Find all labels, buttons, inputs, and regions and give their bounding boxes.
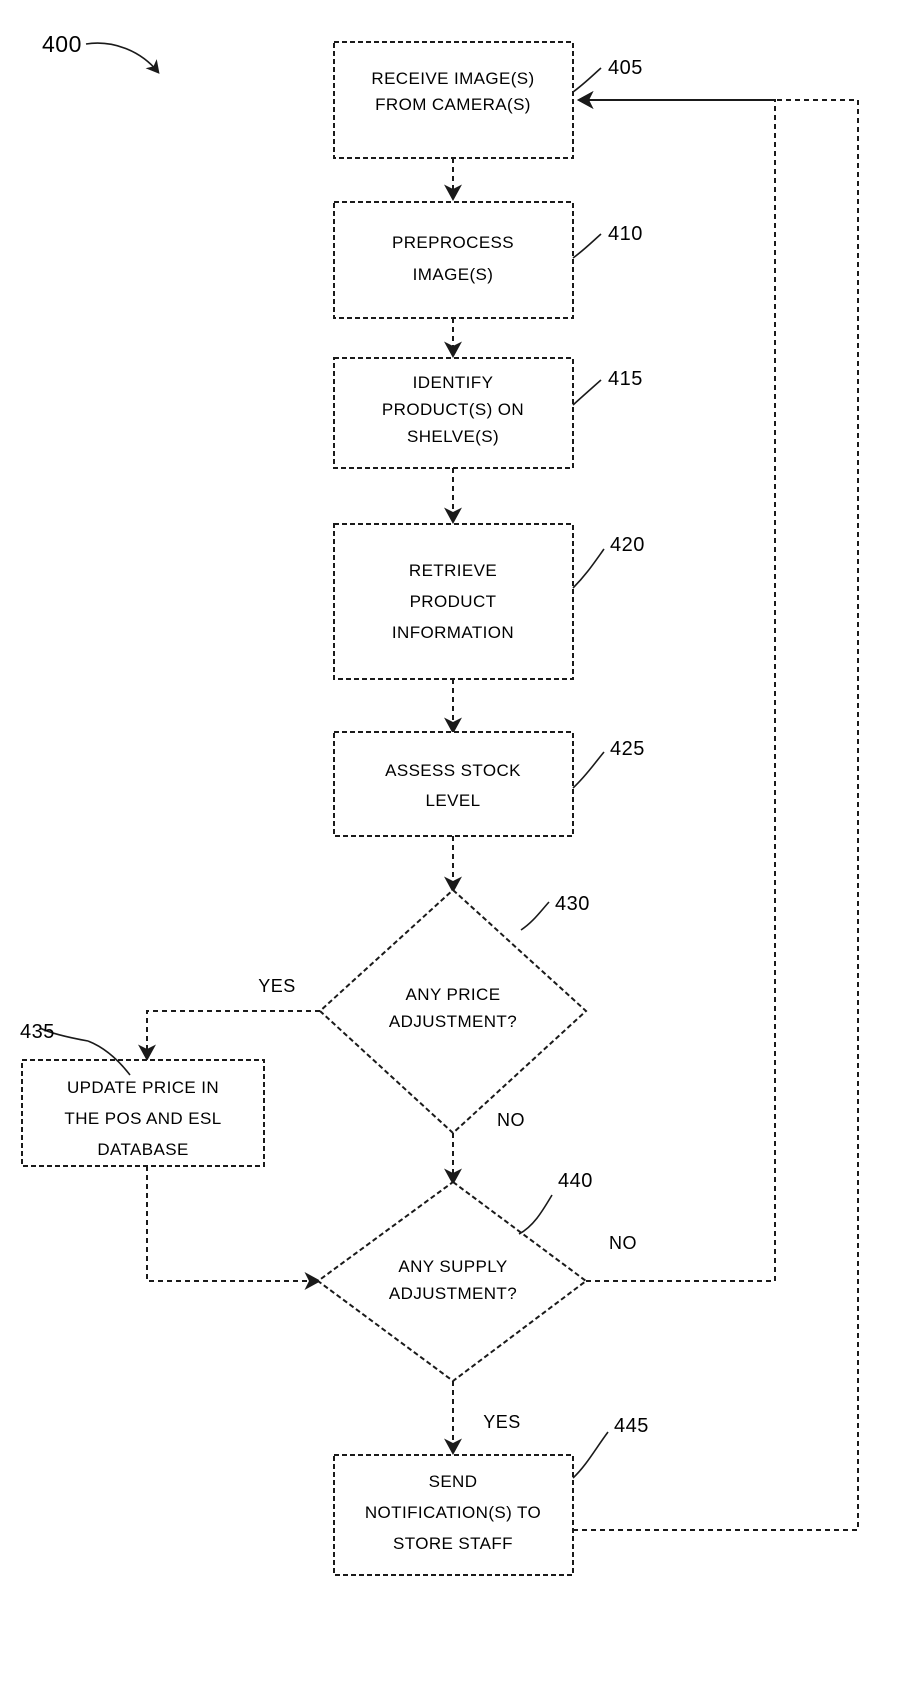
node-425-assess-stock-level[interactable]: ASSESS STOCK LEVEL — [333, 731, 574, 837]
node-440-diamond[interactable] — [316, 1180, 588, 1383]
leader-445 — [572, 1431, 609, 1479]
node-410-line-2: IMAGE(S) — [413, 265, 494, 284]
figure-number-leader — [85, 42, 160, 74]
node-405-line-1: RECEIVE IMAGE(S) — [371, 69, 534, 88]
node-430-line-2: ADJUSTMENT? — [389, 1012, 517, 1031]
edge-label-supply-yes: YES — [483, 1412, 521, 1432]
node-435-line-3: DATABASE — [97, 1140, 188, 1159]
connector-435-to-440 — [146, 1166, 321, 1290]
node-415-identify-products[interactable]: IDENTIFY PRODUCT(S) ON SHELVE(S) — [333, 357, 574, 469]
edge-label-price-no: NO — [497, 1110, 525, 1130]
leader-420 — [572, 548, 605, 589]
leader-410 — [572, 233, 602, 259]
node-440-line-1: ANY SUPPLY — [398, 1257, 507, 1276]
node-415-line-2: PRODUCT(S) ON — [382, 400, 524, 419]
ref-label-430: 430 — [555, 893, 590, 915]
node-435-line-2: THE POS AND ESL — [64, 1109, 221, 1128]
leader-430 — [520, 901, 550, 931]
leader-435-tick — [39, 1027, 89, 1042]
node-425-line-1: ASSESS STOCK — [385, 761, 521, 780]
node-445-send-notifications[interactable]: SEND NOTIFICATION(S) TO STORE STAFF — [333, 1454, 574, 1576]
node-445-box[interactable] — [333, 1454, 574, 1576]
connector-440-no-to-405 — [577, 91, 776, 1282]
node-420-retrieve-product-information[interactable]: RETRIEVE PRODUCT INFORMATION — [333, 523, 574, 680]
ref-label-410: 410 — [608, 223, 643, 245]
leader-435 — [87, 1040, 131, 1076]
node-410-box[interactable] — [333, 201, 574, 319]
node-420-line-3: INFORMATION — [392, 623, 514, 642]
node-420-box[interactable] — [333, 523, 574, 680]
connector-445-to-405 — [573, 91, 859, 1531]
node-445-line-2: NOTIFICATION(S) TO — [365, 1503, 541, 1522]
leader-415 — [572, 379, 602, 406]
ref-label-405: 405 — [608, 57, 643, 79]
node-425-line-2: LEVEL — [426, 791, 481, 810]
leader-440 — [518, 1194, 553, 1235]
node-435-update-price-database[interactable]: UPDATE PRICE IN THE POS AND ESL DATABASE — [21, 1059, 265, 1167]
edge-label-price-yes: YES — [258, 976, 296, 996]
node-445-line-3: STORE STAFF — [393, 1534, 513, 1553]
node-435-line-1: UPDATE PRICE IN — [67, 1078, 219, 1097]
node-430-line-1: ANY PRICE — [406, 985, 501, 1004]
node-435-box[interactable] — [21, 1059, 265, 1167]
connector-430-yes-to-435 — [138, 1010, 320, 1061]
node-420-line-1: RETRIEVE — [409, 561, 497, 580]
ref-label-425: 425 — [610, 738, 645, 760]
ref-label-415: 415 — [608, 368, 643, 390]
ref-label-445: 445 — [614, 1415, 649, 1437]
node-410-line-1: PREPROCESS — [392, 233, 514, 252]
node-425-box[interactable] — [333, 731, 574, 837]
leader-405 — [572, 67, 602, 93]
ref-label-440: 440 — [558, 1170, 593, 1192]
ref-label-420: 420 — [610, 534, 645, 556]
node-430-any-price-adjustment[interactable]: ANY PRICE ADJUSTMENT? — [318, 888, 588, 1135]
node-410-preprocess-images[interactable]: PREPROCESS IMAGE(S) — [333, 201, 574, 319]
figure-number-400: 400 — [42, 31, 82, 57]
node-420-line-2: PRODUCT — [410, 592, 497, 611]
leader-425 — [572, 751, 605, 789]
node-440-any-supply-adjustment[interactable]: ANY SUPPLY ADJUSTMENT? — [316, 1180, 588, 1383]
node-430-diamond[interactable] — [318, 888, 588, 1135]
node-405-box[interactable] — [333, 41, 574, 159]
node-415-line-1: IDENTIFY — [413, 373, 494, 392]
node-440-line-2: ADJUSTMENT? — [389, 1284, 517, 1303]
node-405-receive-images[interactable]: RECEIVE IMAGE(S) FROM CAMERA(S) — [333, 41, 574, 159]
edge-label-supply-no: NO — [609, 1233, 637, 1253]
ref-label-435: 435 — [20, 1021, 55, 1043]
node-415-line-3: SHELVE(S) — [407, 427, 499, 446]
node-415-box[interactable] — [333, 357, 574, 469]
node-445-line-1: SEND — [429, 1472, 478, 1491]
node-405-line-2: FROM CAMERA(S) — [375, 95, 531, 114]
